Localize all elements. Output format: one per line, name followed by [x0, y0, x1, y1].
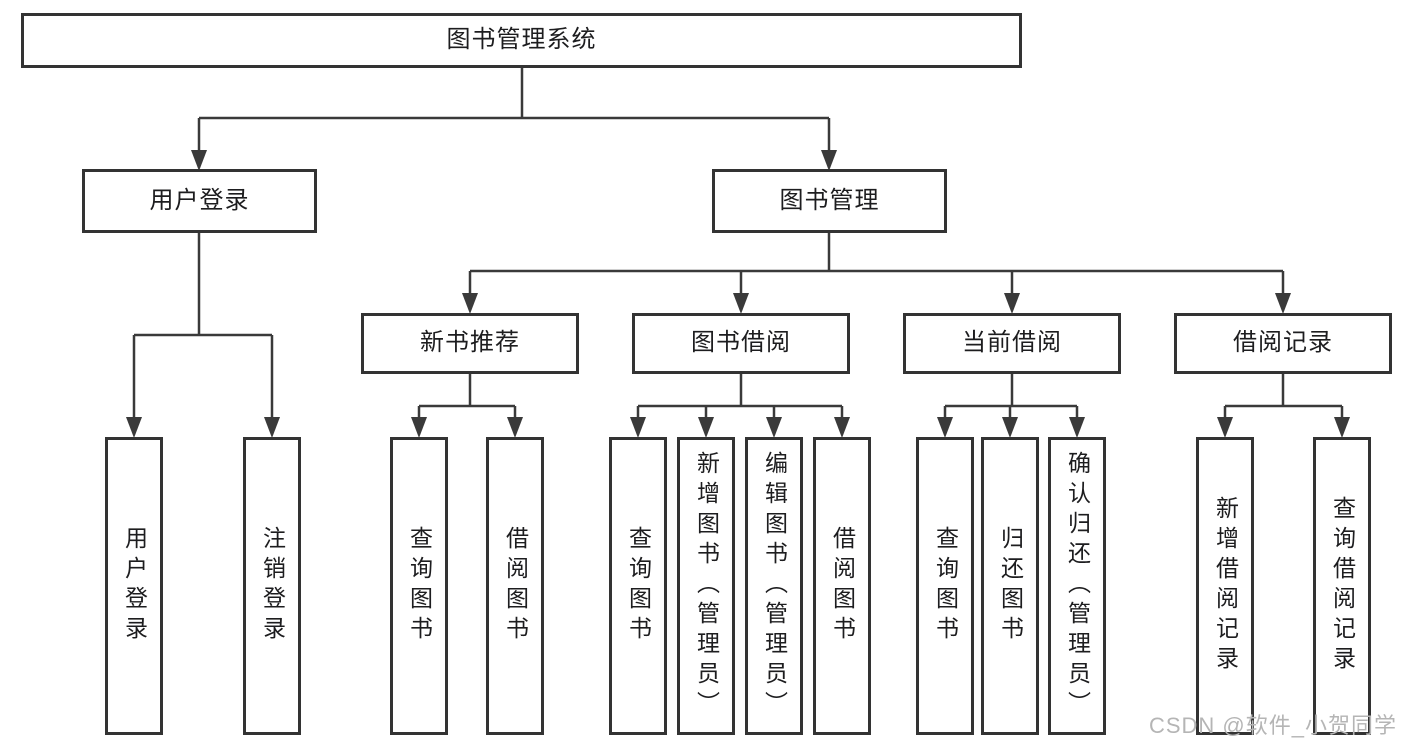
node-root-label: 图书管理系统	[446, 26, 597, 54]
leaf-query-books-current: 查询图书	[916, 437, 974, 735]
leaf-logout: 注销登录	[243, 437, 301, 735]
node-borrowing-records-label: 借阅记录	[1233, 329, 1333, 357]
node-root: 图书管理系统	[21, 13, 1022, 68]
leaf-confirm-return-admin-label: 确认归还（管理员）	[1064, 451, 1091, 721]
node-new-book-recommendation: 新书推荐	[361, 313, 579, 374]
leaf-return-books-label: 归还图书	[997, 526, 1024, 646]
leaf-borrow-books-recommend-label: 借阅图书	[502, 526, 529, 646]
leaf-borrow-books-label: 借阅图书	[829, 526, 856, 646]
leaf-edit-books-admin: 编辑图书（管理员）	[745, 437, 803, 735]
node-new-book-recommendation-label: 新书推荐	[420, 329, 520, 357]
node-book-borrowing-label: 图书借阅	[691, 329, 791, 357]
leaf-borrow-books: 借阅图书	[813, 437, 871, 735]
leaf-query-books-borrowing-label: 查询图书	[625, 526, 652, 646]
node-book-borrowing: 图书借阅	[632, 313, 850, 374]
node-current-borrowing: 当前借阅	[903, 313, 1121, 374]
csdn-watermark: CSDN @软件_小贺同学	[1148, 713, 1397, 738]
leaf-user-login: 用户登录	[105, 437, 163, 735]
leaf-add-borrow-record: 新增借阅记录	[1196, 437, 1254, 735]
leaf-query-books-borrowing: 查询图书	[609, 437, 667, 735]
leaf-confirm-return-admin: 确认归还（管理员）	[1048, 437, 1106, 735]
node-borrowing-records: 借阅记录	[1174, 313, 1392, 374]
leaf-query-books-recommend-label: 查询图书	[406, 526, 433, 646]
node-user-login-label: 用户登录	[149, 186, 250, 214]
leaf-query-books-current-label: 查询图书	[932, 526, 959, 646]
leaf-return-books: 归还图书	[981, 437, 1039, 735]
leaf-query-books-recommend: 查询图书	[390, 437, 448, 735]
leaf-query-borrow-record-label: 查询借阅记录	[1329, 496, 1356, 676]
leaf-user-login-label: 用户登录	[121, 526, 148, 646]
leaf-logout-label: 注销登录	[259, 526, 286, 646]
node-book-management: 图书管理	[712, 169, 947, 233]
leaf-edit-books-admin-label: 编辑图书（管理员）	[761, 451, 788, 721]
node-current-borrowing-label: 当前借阅	[962, 329, 1062, 357]
leaf-query-borrow-record: 查询借阅记录	[1313, 437, 1371, 735]
leaf-borrow-books-recommend: 借阅图书	[486, 437, 544, 735]
node-book-management-label: 图书管理	[779, 186, 880, 214]
leaf-add-books-admin: 新增图书（管理员）	[677, 437, 735, 735]
node-user-login: 用户登录	[82, 169, 317, 233]
leaf-add-books-admin-label: 新增图书（管理员）	[693, 451, 720, 721]
leaf-add-borrow-record-label: 新增借阅记录	[1212, 496, 1239, 676]
